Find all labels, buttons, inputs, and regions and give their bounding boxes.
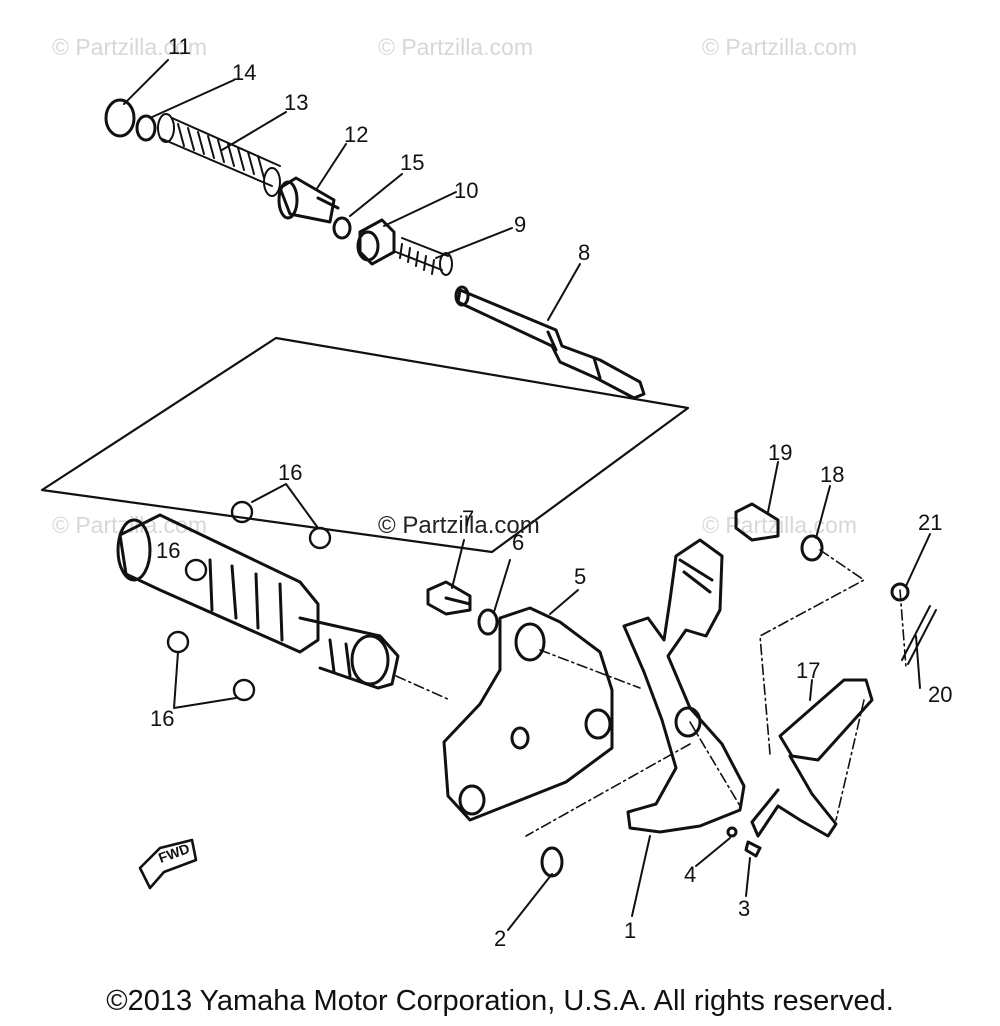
part-16-leaders [173, 483, 319, 709]
part-5-bracket [442, 606, 614, 822]
callout-16-left: 16 [156, 538, 181, 563]
part-14-washer [135, 114, 157, 142]
callout-3: 3 [738, 896, 751, 921]
part-12-collar [277, 176, 340, 224]
part-17-pedal-arm [750, 678, 874, 838]
callout-1: 1 [624, 918, 637, 943]
callout-11: 11 [168, 34, 191, 59]
callout-21: 21 [918, 510, 943, 535]
center-watermark: © Partzilla.com [378, 512, 540, 539]
part-7-bolt [426, 580, 472, 616]
callout-16-top: 16 [278, 460, 303, 485]
callout-7: 7 [462, 506, 475, 531]
part-3-spring [744, 840, 762, 858]
assembly-outline [40, 336, 690, 554]
part-11-circlip [104, 98, 136, 138]
callout-9: 9 [514, 212, 527, 237]
part-6-washer [477, 608, 499, 636]
callout-5: 5 [574, 564, 587, 589]
callout-18: 18 [820, 462, 845, 487]
part-16-shift-drum [116, 513, 400, 690]
part-18-washer [800, 534, 824, 562]
part-4-ball [726, 826, 738, 838]
watermark: © Partzilla.com [378, 34, 533, 60]
part-2-washer [540, 846, 564, 878]
alignment-guides [395, 549, 907, 837]
part-9-spring [395, 237, 453, 276]
part-15-ring [332, 216, 352, 240]
part-20-spring [901, 605, 937, 665]
callout-13: 13 [284, 90, 309, 115]
callout-2: 2 [494, 926, 507, 951]
callout-8: 8 [578, 240, 591, 265]
callout-4: 4 [684, 862, 697, 887]
part-16-balls [166, 500, 332, 702]
part-19-bolt [734, 502, 780, 542]
copyright-notice: ©2013 Yamaha Motor Corporation, U.S.A. A… [106, 985, 894, 1017]
part-10-bushing [356, 218, 396, 266]
callout-leaders [123, 59, 931, 931]
fwd-arrow-icon [138, 838, 198, 890]
callout-6: 6 [512, 530, 525, 555]
part-1-shift-pedal [622, 538, 746, 834]
callout-16-bottom: 16 [150, 706, 175, 731]
callout-19: 19 [768, 440, 793, 465]
part-8-shaft [454, 285, 646, 400]
part-13-spring [157, 113, 281, 197]
callout-14: 14 [232, 60, 257, 85]
watermark: © Partzilla.com [702, 34, 857, 60]
callout-20: 20 [928, 682, 953, 707]
callout-10: 10 [454, 178, 479, 203]
watermark: © Partzilla.com [52, 34, 207, 60]
callout-17: 17 [796, 658, 821, 683]
callout-12: 12 [344, 122, 369, 147]
callout-15: 15 [400, 150, 425, 175]
